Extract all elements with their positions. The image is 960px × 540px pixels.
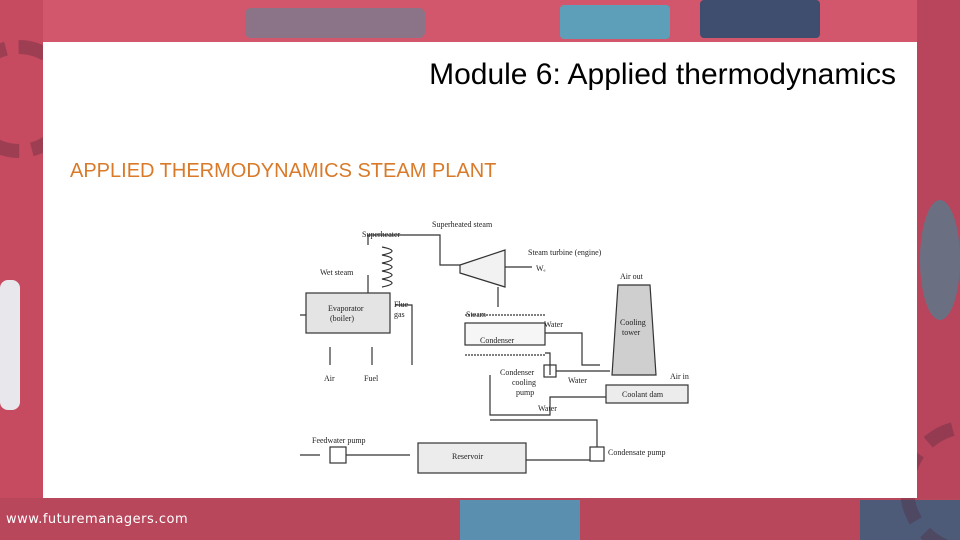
label-steam: Steam: [466, 310, 487, 319]
label-air-out: Air out: [620, 272, 644, 281]
label-superheated-steam: Superheated steam: [432, 220, 493, 229]
label-condenser-pump-1: Condenser: [500, 368, 535, 377]
label-fuel: Fuel: [364, 374, 379, 383]
label-superheater: Superheater: [362, 230, 401, 239]
label-water-top: Water: [544, 320, 563, 329]
label-air-in: Air in: [670, 372, 689, 381]
label-cooling: Cooling: [620, 318, 646, 327]
cooling-tower: [611, 284, 657, 376]
evaporator-box: [305, 292, 391, 334]
label-wet-steam: Wet steam: [320, 268, 354, 277]
slide-subtitle: APPLIED THERMODYNAMICS STEAM PLANT: [70, 160, 497, 182]
superheater-coil: [381, 246, 393, 288]
label-feedwater-pump: Feedwater pump: [312, 436, 366, 445]
steam-plant-diagram: Superheated steam Superheater Steam turb…: [300, 220, 689, 474]
label-gas: gas: [394, 310, 405, 319]
label-reservoir: Reservoir: [452, 452, 483, 461]
condenser-box: [464, 322, 546, 346]
label-condenser-pump-3: pump: [516, 388, 534, 397]
label-condenser-pump-2: cooling: [512, 378, 536, 387]
coolant-dam: [605, 384, 689, 404]
label-coolant-dam: Coolant dam: [622, 390, 664, 399]
feedwater-pump-symbol: [329, 446, 347, 464]
label-air: Air: [324, 374, 335, 383]
label-water-mid: Water: [568, 376, 587, 385]
slide-title: Module 6: Applied thermodynamics: [429, 58, 896, 91]
footer-url: www.futuremanagers.com: [6, 512, 189, 527]
reservoir-box: [417, 442, 527, 474]
label-flue: Flue: [394, 300, 409, 309]
condensate-pump-symbol: [589, 446, 605, 462]
label-tower: tower: [622, 328, 641, 337]
label-work: Wₑ: [536, 264, 546, 273]
label-condenser: Condenser: [480, 336, 515, 345]
label-condensate-pump: Condensate pump: [608, 448, 666, 457]
label-steam-turbine: Steam turbine (engine): [528, 248, 602, 257]
label-evaporator: Evaporator: [328, 304, 364, 313]
steam-turbine: [459, 249, 506, 288]
label-water-bottom: Water: [538, 404, 557, 413]
label-boiler: (boiler): [330, 314, 354, 323]
